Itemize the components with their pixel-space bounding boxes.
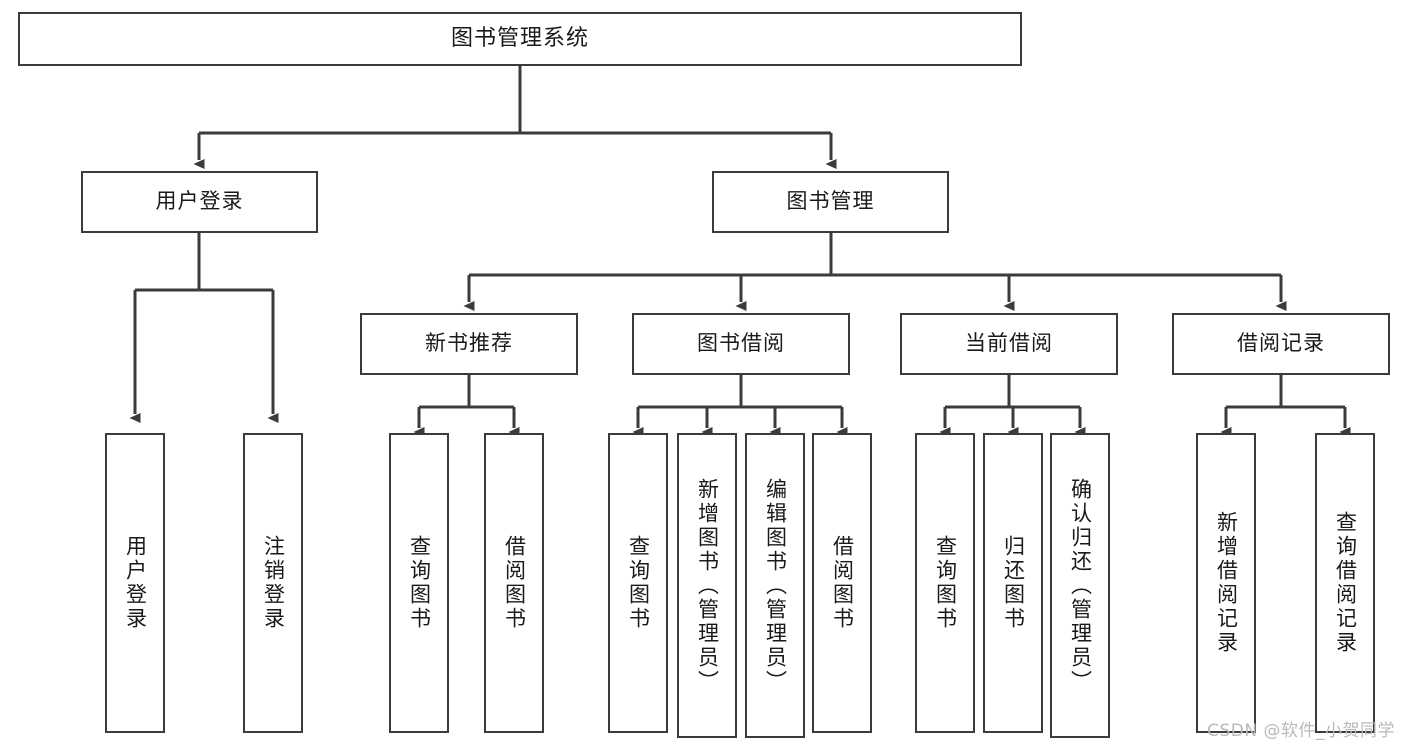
node-label: 确认归还（管理员） xyxy=(1068,477,1093,694)
leaf-current-borrow-query[interactable]: 查询图书 xyxy=(915,433,975,733)
leaf-new-book-query[interactable]: 查询图书 xyxy=(389,433,449,733)
node-label: 借阅图书 xyxy=(502,535,527,631)
node-book-borrow[interactable]: 图书借阅 xyxy=(632,313,850,375)
node-label: 查询图书 xyxy=(626,535,651,631)
node-label: 借阅记录 xyxy=(1237,331,1325,356)
node-label: 图书借阅 xyxy=(697,331,785,356)
node-root-system[interactable]: 图书管理系统 xyxy=(18,12,1022,66)
node-label: 新增借阅记录 xyxy=(1214,511,1239,655)
node-label: 注销登录 xyxy=(261,535,286,631)
node-label: 图书管理系统 xyxy=(450,25,589,51)
leaf-borrow-record-add[interactable]: 新增借阅记录 xyxy=(1196,433,1256,733)
leaf-new-book-borrow[interactable]: 借阅图书 xyxy=(484,433,544,733)
leaf-book-borrow-add[interactable]: 新增图书（管理员） xyxy=(677,433,737,738)
leaf-current-borrow-return[interactable]: 归还图书 xyxy=(983,433,1043,733)
node-label: 查询图书 xyxy=(933,535,958,631)
node-borrow-record[interactable]: 借阅记录 xyxy=(1172,313,1390,375)
leaf-current-borrow-confirm-return[interactable]: 确认归还（管理员） xyxy=(1050,433,1110,738)
node-label: 用户登录 xyxy=(123,535,148,631)
node-label: 图书管理 xyxy=(786,189,875,214)
node-book-management[interactable]: 图书管理 xyxy=(712,171,949,233)
watermark-text: CSDN @软件_小贺同学 xyxy=(1207,721,1395,741)
node-label: 新增图书（管理员） xyxy=(695,477,720,694)
node-new-book-recommend[interactable]: 新书推荐 xyxy=(360,313,578,375)
leaf-user-login-login[interactable]: 用户登录 xyxy=(105,433,165,733)
leaf-book-borrow-borrow[interactable]: 借阅图书 xyxy=(812,433,872,733)
node-user-login[interactable]: 用户登录 xyxy=(81,171,318,233)
node-label: 新书推荐 xyxy=(425,331,513,356)
node-label: 借阅图书 xyxy=(830,535,855,631)
node-label: 归还图书 xyxy=(1001,535,1026,631)
node-label: 当前借阅 xyxy=(965,331,1053,356)
node-label: 用户登录 xyxy=(155,189,244,214)
leaf-book-borrow-query[interactable]: 查询图书 xyxy=(608,433,668,733)
leaf-user-login-logout[interactable]: 注销登录 xyxy=(243,433,303,733)
node-label: 编辑图书（管理员） xyxy=(763,477,788,694)
node-label: 查询借阅记录 xyxy=(1333,511,1358,655)
node-current-borrow[interactable]: 当前借阅 xyxy=(900,313,1118,375)
leaf-borrow-record-query[interactable]: 查询借阅记录 xyxy=(1315,433,1375,733)
leaf-book-borrow-edit[interactable]: 编辑图书（管理员） xyxy=(745,433,805,738)
node-label: 查询图书 xyxy=(407,535,432,631)
